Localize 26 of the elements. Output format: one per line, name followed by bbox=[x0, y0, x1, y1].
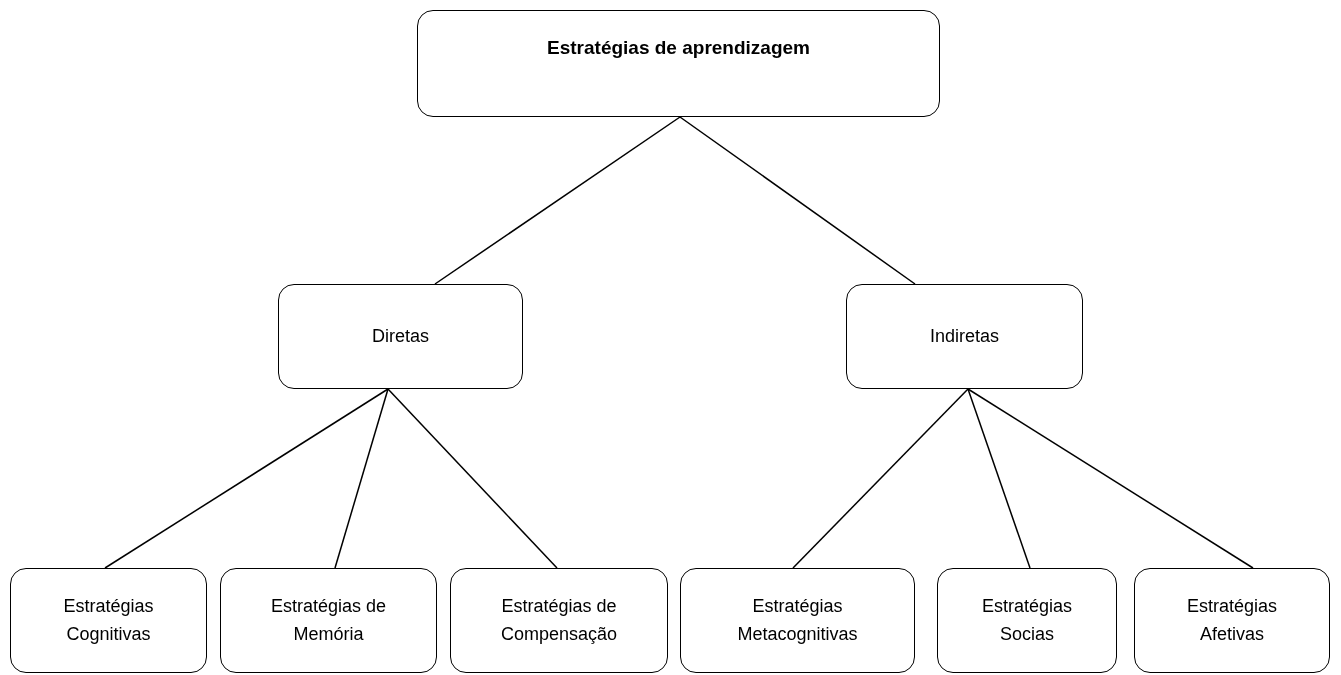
category-box bbox=[10, 568, 207, 673]
category-box bbox=[937, 568, 1117, 673]
node-label: Estratégias de aprendizagem bbox=[547, 36, 810, 60]
category-box bbox=[1134, 568, 1330, 673]
node-label: Indiretas bbox=[929, 324, 999, 348]
connector-line bbox=[434, 116, 681, 285]
connector-line bbox=[679, 116, 916, 285]
category-box bbox=[846, 284, 1083, 389]
connector-line bbox=[104, 388, 389, 569]
node-label: Diretas bbox=[372, 324, 429, 348]
connector-line bbox=[334, 388, 389, 569]
category-box bbox=[278, 284, 523, 389]
node-label: Estratégias de Compensação bbox=[499, 594, 619, 646]
connector-line bbox=[387, 388, 558, 569]
node-label: Estratégias de Memória bbox=[269, 594, 388, 646]
root-box bbox=[417, 10, 940, 117]
node-label: Estratégias Metacognitivas bbox=[736, 594, 859, 646]
connector-line bbox=[967, 388, 1031, 569]
node-label: Estratégias Afetivas bbox=[1185, 594, 1278, 646]
node-label: Estratégias Cognitivas bbox=[62, 594, 155, 646]
connector-line bbox=[967, 388, 1254, 569]
category-box bbox=[450, 568, 668, 673]
category-box bbox=[220, 568, 437, 673]
connector-line bbox=[792, 388, 969, 569]
node-label: Estratégias Socias bbox=[980, 594, 1073, 646]
category-box bbox=[680, 568, 915, 673]
